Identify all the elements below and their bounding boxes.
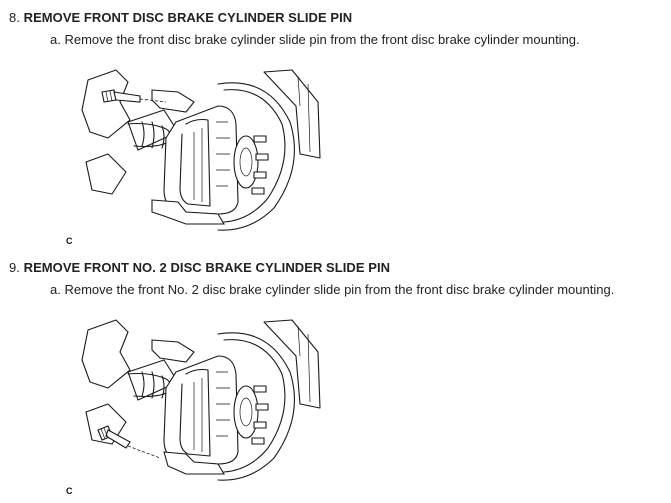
- no2-slide-pin-icon: [97, 425, 131, 449]
- step-8-instruction: a. Remove the front disc brake cylinder …: [50, 32, 580, 47]
- step-9-instruction: a. Remove the front No. 2 disc brake cyl…: [50, 282, 615, 297]
- step-8-figure-code: C: [66, 236, 73, 246]
- step-8-number: 8.: [9, 10, 20, 25]
- step-9-figure-code: C: [66, 486, 73, 496]
- step-8-title: REMOVE FRONT DISC BRAKE CYLINDER SLIDE P…: [23, 10, 353, 25]
- slide-pin-icon: [101, 89, 141, 103]
- step-9-number: 9.: [9, 260, 20, 275]
- step-9-heading: 9. REMOVE FRONT NO. 2 DISC BRAKE CYLINDE…: [9, 260, 390, 275]
- step-8-heading: 8. REMOVE FRONT DISC BRAKE CYLINDER SLID…: [9, 10, 352, 25]
- step-8-illustration: [68, 62, 328, 242]
- brake-assembly-drawing-lower: [81, 319, 321, 481]
- step-9-title: REMOVE FRONT NO. 2 DISC BRAKE CYLINDER S…: [23, 260, 391, 275]
- brake-assembly-drawing-upper: [81, 69, 321, 231]
- step-9-illustration: [68, 312, 328, 492]
